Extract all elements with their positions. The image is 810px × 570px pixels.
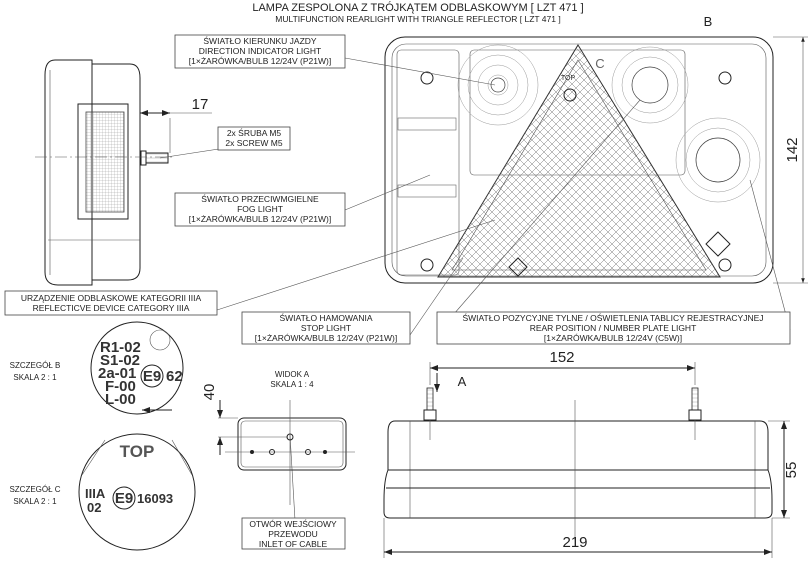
detail-c-code: 02 — [87, 500, 101, 515]
dim-cable-offset: 40 — [201, 384, 218, 401]
callout-text: INLET OF CABLE — [259, 539, 328, 549]
detail-c: SZCZEGÓŁ C SKALA 2 : 1 TOP IIIA 02 E9 16… — [9, 433, 196, 551]
callout-text: DIRECTION INDICATOR LIGHT — [199, 46, 321, 56]
callout-text: ŚWIATŁO HAMOWANIA — [279, 312, 372, 323]
detail-b-code: R1-02 — [100, 339, 141, 356]
dim-width: 219 — [562, 534, 587, 551]
dim-bolt-spacing: 152 — [549, 349, 574, 366]
callout-text: 2x ŚRUBA M5 — [227, 127, 282, 138]
callout-cable: OTWÓR WEJŚCIOWY PRZEWODU INLET OF CABLE — [241, 517, 346, 550]
detail-b-emark: E9 — [143, 368, 161, 385]
callout-screw: 2x ŚRUBA M5 2x SCREW M5 — [217, 126, 291, 151]
callout-text: STOP LIGHT — [301, 323, 351, 333]
callout-text: [1×ŻARÓWKA/BULB 12/24V (P21W)] — [189, 214, 331, 224]
detail-b-number: 62 — [166, 368, 183, 385]
detail-c-scale: SKALA 2 : 1 — [13, 497, 57, 506]
callout-text: ŚWIATŁO KIERUNKU JAZDY — [203, 35, 317, 46]
title-en: MULTIFUNCTION REARLIGHT WITH TRIANGLE RE… — [275, 14, 560, 24]
front-view: TOP — [384, 36, 808, 284]
callout-stop: ŚWIATŁO HAMOWANIA STOP LIGHT [1×ŻARÓWKA/… — [241, 311, 411, 345]
detail-c-number: 16093 — [137, 491, 173, 506]
callout-indicator: ŚWIATŁO KIERUNKU JAZDY DIRECTION INDICAT… — [174, 34, 346, 69]
view-a-scale: SKALA 1 : 4 — [270, 380, 314, 389]
callout-text: [1×ŻARÓWKA/BULB 12/24V (P21W)] — [255, 333, 397, 343]
callout-reflector: URZĄDZENIE ODBLASKOWE KATEGORII IIIA REF… — [4, 290, 218, 316]
detail-b: SZCZEGÓŁ B SKALA 2 : 1 R1-02 S1-02 2a-01… — [10, 321, 184, 415]
view-a-label: WIDOK A — [275, 370, 310, 379]
callout-text: REFLECTICVE DEVICE CATEGORY IIIA — [33, 303, 190, 313]
front-top-marking: TOP — [561, 75, 576, 82]
detail-c-label: SZCZEGÓŁ C — [9, 485, 60, 494]
detail-c-code: IIIA — [85, 486, 106, 501]
bottom-view: 152 A 55 219 — [383, 349, 800, 558]
callout-text: URZĄDZENIE ODBLASKOWE KATEGORII IIIA — [21, 293, 202, 303]
callout-text: OTWÓR WEJŚCIOWY — [249, 518, 337, 529]
side-view — [35, 59, 212, 286]
view-a-marker: A — [458, 374, 467, 389]
callout-text: 2x SCREW M5 — [225, 138, 282, 148]
callout-text: [1×ŻARÓWKA/BULB 12/24V (C5W)] — [544, 333, 682, 343]
callout-text: PRZEWODU — [268, 529, 318, 539]
detail-c-marker: C — [595, 56, 604, 71]
title-pl: LAMPA ZESPOLONA Z TRÓJKĄTEM ODBLASKOWYM … — [252, 1, 583, 14]
detail-b-code: L-00 — [105, 391, 136, 408]
callout-text: ŚWIATŁO PRZECIWMGIELNE — [201, 193, 319, 204]
callout-text: FOG LIGHT — [237, 204, 283, 214]
dim-bolt-offset: 17 — [192, 96, 209, 113]
detail-b-scale: SKALA 2 : 1 — [13, 373, 57, 382]
detail-b-marker: B — [704, 14, 713, 29]
callout-text: REAR POSITION / NUMBER PLATE LIGHT — [530, 323, 697, 333]
callout-fog: ŚWIATŁO PRZECIWMGIELNE FOG LIGHT [1×ŻARÓ… — [174, 192, 346, 227]
view-a: WIDOK A SKALA 1 : 4 40 — [201, 370, 355, 505]
detail-b-label: SZCZEGÓŁ B — [10, 361, 61, 370]
detail-b-code: S1-02 — [100, 352, 140, 369]
callout-text: ŚWIATŁO POZYCYJNE TYLNE / OŚWIETLENIA TA… — [462, 312, 763, 323]
callout-text: [1×ŻARÓWKA/BULB 12/24V (P21W)] — [189, 56, 331, 66]
detail-b-code: F-00 — [105, 378, 136, 395]
dim-height: 142 — [784, 137, 801, 162]
dim-depth: 55 — [783, 462, 800, 479]
detail-c-emark: E9 — [115, 490, 133, 507]
detail-b-code: 2a-01 — [98, 365, 136, 382]
detail-c-top: TOP — [120, 442, 155, 461]
leader-lines — [159, 57, 791, 521]
callout-position: ŚWIATŁO POZYCYJNE TYLNE / OŚWIETLENIA TA… — [436, 311, 791, 345]
